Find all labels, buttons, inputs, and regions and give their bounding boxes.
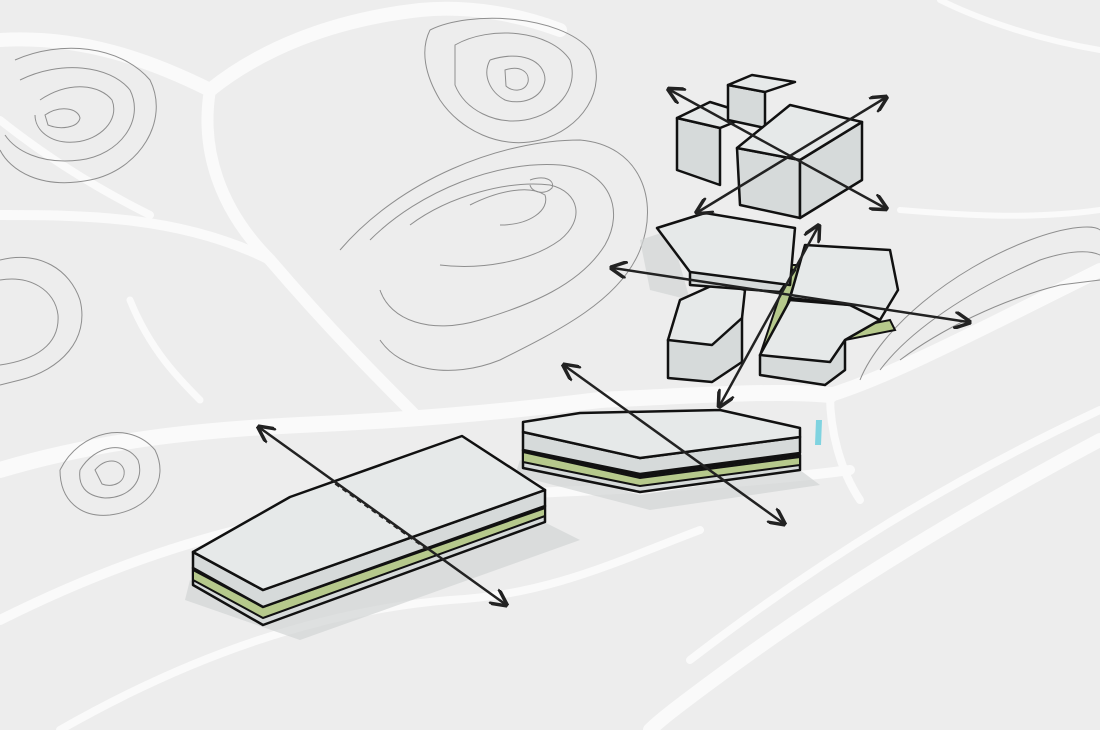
contour-lines	[0, 17, 1100, 516]
water-feature	[815, 420, 822, 445]
dashed-axis	[334, 483, 431, 553]
arrow-east-slab	[565, 366, 783, 523]
arrow-north-diagonal-b	[698, 98, 885, 212]
movement-arrows	[260, 90, 968, 604]
arrow-middle-vertical	[720, 227, 818, 405]
dashed-axis	[639, 419, 701, 464]
arrow-west-slab	[260, 428, 505, 604]
